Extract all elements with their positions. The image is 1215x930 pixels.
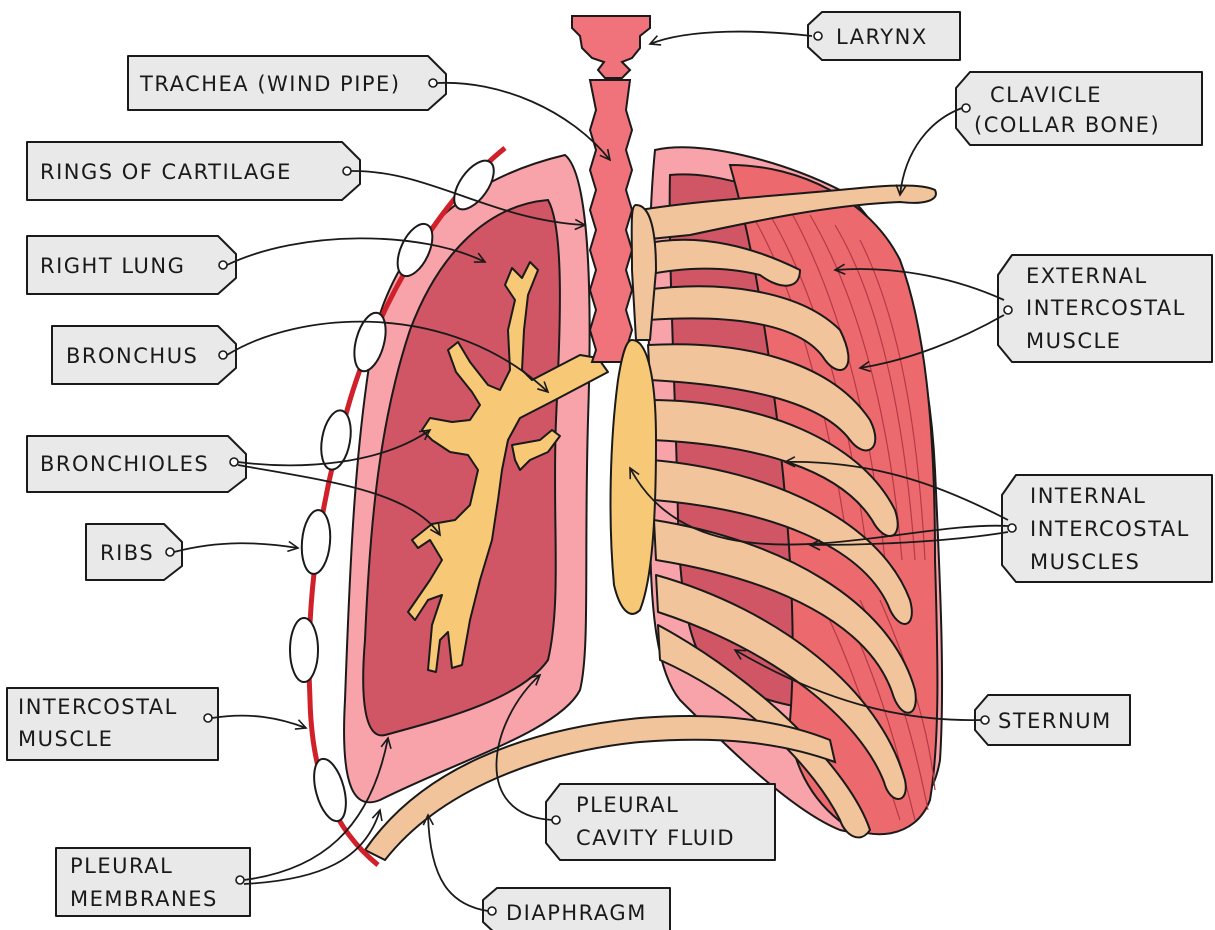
label-external-line2: INTERCOSTAL: [1026, 296, 1186, 320]
label-pleural-membranes-line1: PLEURAL: [70, 854, 173, 878]
label-intercostal-line2: MUSCLE: [18, 727, 113, 751]
label-external-line1: EXTERNAL: [1026, 264, 1148, 288]
arrow-clavicle: [900, 108, 962, 195]
label-intercostal-line1: INTERCOSTAL: [18, 695, 178, 719]
label-clavicle-line1: CLAVICLE: [990, 83, 1102, 107]
label-bronchus: BRONCHUS: [66, 344, 198, 368]
larynx-shape: [572, 16, 650, 78]
label-internal-line1: INTERNAL: [1030, 484, 1146, 508]
arrow-larynx: [650, 32, 812, 44]
label-pleural-membranes-line2: MEMBRANES: [70, 887, 218, 911]
label-bronchioles: BRONCHIOLES: [40, 452, 209, 476]
label-sternum: STERNUM: [998, 709, 1112, 733]
arrow-ribs: [174, 543, 298, 552]
label-pleural-fluid-line1: PLEURAL: [576, 793, 679, 817]
sternum-shape: [611, 340, 656, 614]
arrow-trachea: [437, 83, 610, 160]
label-internal-line2: INTERCOSTAL: [1030, 517, 1190, 541]
rib-oval-6: [290, 618, 318, 682]
label-clavicle-line2: (COLLAR BONE): [974, 113, 1160, 137]
rib-oval-5: [299, 509, 332, 575]
label-internal-line3: MUSCLES: [1030, 550, 1140, 574]
arrow-diaphragm: [428, 815, 488, 911]
label-ribs: RIBS: [100, 541, 154, 565]
arrow-pleural-membranes-2: [244, 810, 380, 884]
trachea-shape: [590, 80, 632, 362]
arrow-intercostal: [212, 716, 306, 728]
label-diaphragm: DIAPHRAGM: [506, 901, 647, 925]
label-larynx: LARYNX: [836, 25, 928, 49]
label-pleural-fluid-line2: CAVITY FLUID: [576, 826, 735, 850]
right-lung: [344, 155, 590, 802]
label-right-lung: RIGHT LUNG: [40, 254, 185, 278]
label-external-line3: MUSCLE: [1026, 329, 1121, 353]
label-rings: RINGS OF CARTILAGE: [40, 160, 292, 184]
label-trachea: TRACHEA (WIND PIPE): [139, 72, 401, 96]
costal-cartilage: [632, 205, 656, 340]
